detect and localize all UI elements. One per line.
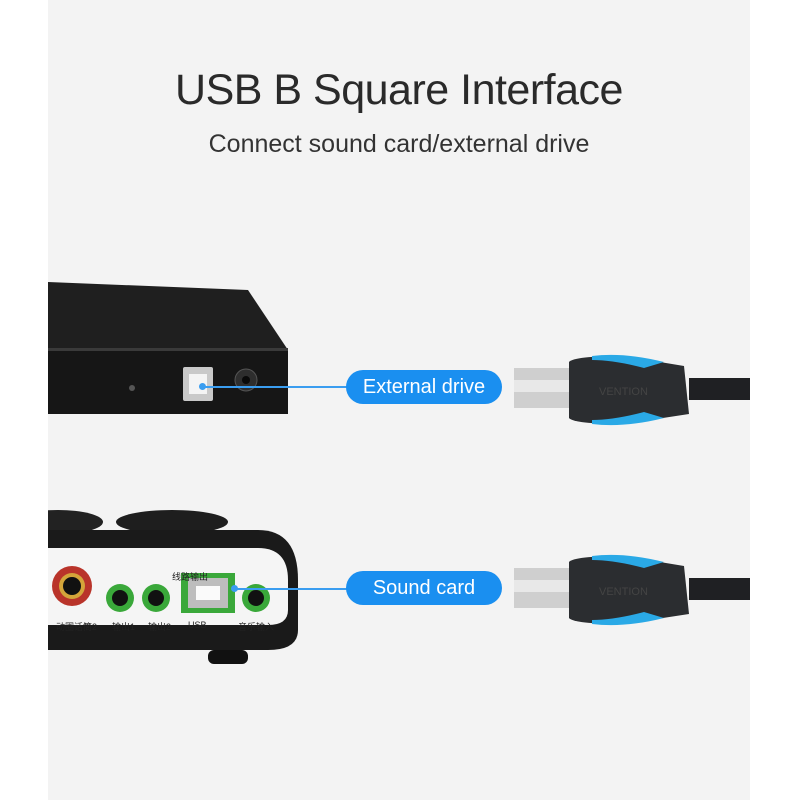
label-music-in: 音乐输入 [238, 622, 275, 632]
label-mic2: 动圈话筒2 [56, 622, 98, 632]
pointer-dot [231, 585, 238, 592]
callout-line [203, 386, 347, 388]
label-line-out: 线路输出 [172, 572, 209, 582]
usb-b-cable-image: VENTION [514, 354, 750, 426]
callout-external-drive: External drive [346, 370, 502, 404]
cable-brand-embossing: VENTION [599, 386, 648, 398]
label-usb: USB [188, 620, 207, 630]
page-title: USB B Square Interface [175, 66, 623, 114]
label-out1: 输出1 [112, 622, 136, 632]
external-drive-image [48, 282, 288, 414]
page-subtitle: Connect sound card/external drive [208, 130, 590, 158]
sound-card-image [48, 510, 298, 664]
usb-b-cable-image: VENTION [514, 554, 750, 626]
callout-line [235, 588, 347, 590]
product-panel: USB B Square Interface Connect sound car… [48, 0, 750, 800]
label-out2: 输出2 [148, 622, 172, 632]
cable-brand-embossing: VENTION [599, 586, 648, 598]
callout-sound-card: Sound card [346, 571, 502, 605]
pointer-dot [199, 383, 206, 390]
